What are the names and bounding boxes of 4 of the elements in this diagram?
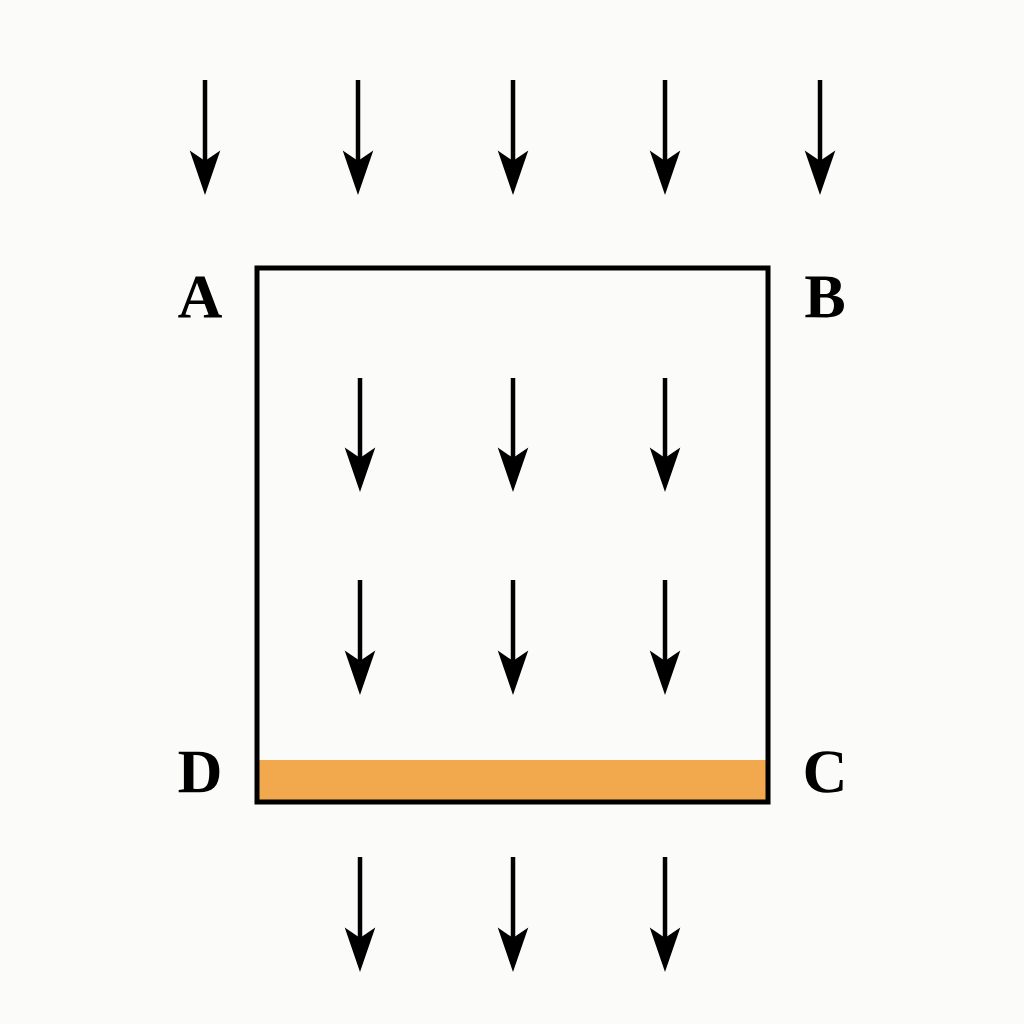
- corner-label: C: [805, 751, 843, 793]
- corner-label: B: [805, 276, 844, 318]
- corner-label: D: [178, 751, 220, 793]
- corner-label: A: [178, 276, 222, 318]
